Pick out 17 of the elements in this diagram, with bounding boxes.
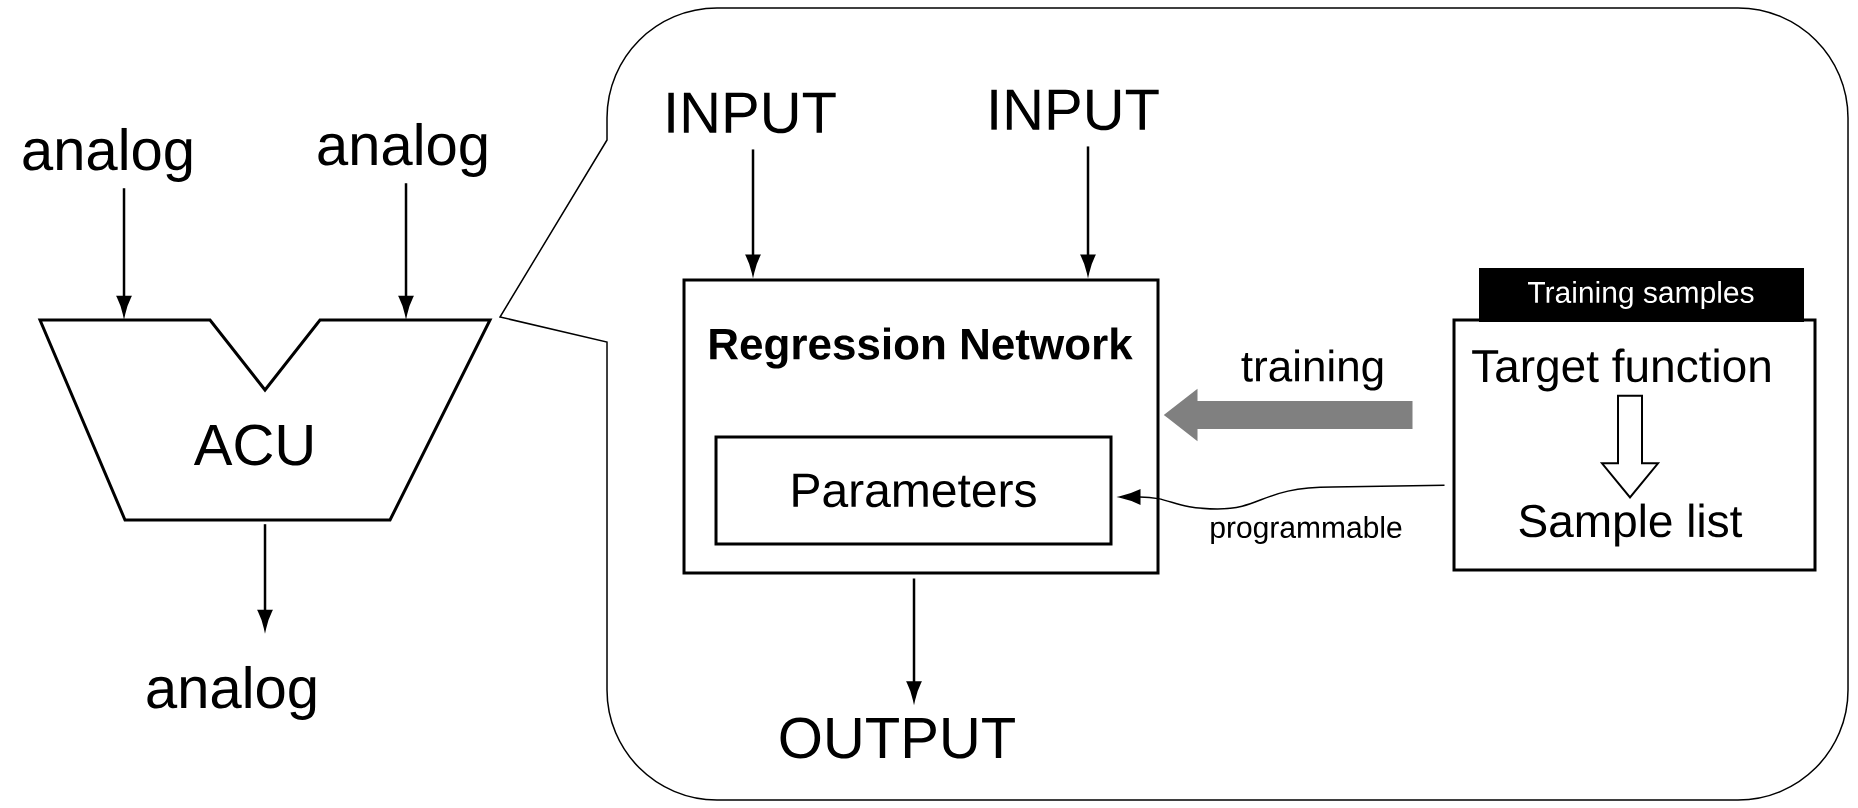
edge-label: training (1238, 347, 1388, 393)
arrow (398, 183, 414, 316)
block-arrow (1599, 394, 1661, 499)
edge-label: programmable (1207, 514, 1405, 546)
port-label: INPUT (991, 89, 1159, 131)
port-label: OUTPUT (780, 717, 1015, 759)
text-label: Target function (1472, 348, 1770, 392)
callout-frame (499, 7, 1849, 801)
arrow (116, 188, 132, 316)
text-label: Sample list (1519, 503, 1743, 547)
node-label: Training samples (1528, 281, 1754, 309)
signal-label: analog (318, 122, 487, 177)
signal-label: analog (147, 665, 316, 720)
port-label: INPUT (668, 92, 836, 134)
wavy-arrow (1119, 484, 1446, 510)
process-box: Parameters (714, 435, 1113, 546)
signal-label: analog (23, 127, 192, 182)
